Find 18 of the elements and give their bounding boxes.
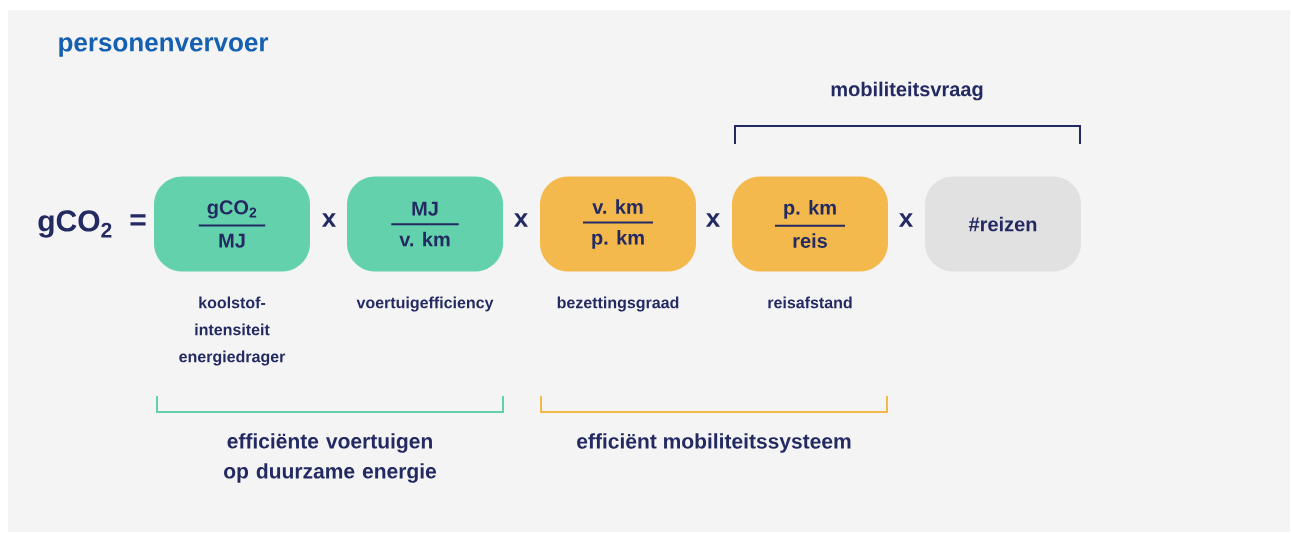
formula-text: gCO$_{2}$	[38, 210, 112, 238]
title: personenvervoer	[59, 37, 269, 57]
bracket-label: efficiënte voertuigen op duurzame energie	[224, 433, 437, 483]
bracket-label: efficiënt mobiliteitssysteem	[577, 433, 851, 453]
fraction-box: v. km p. km	[540, 176, 696, 272]
box-caption: reisafstand	[768, 296, 852, 309]
fraction-box: gCO$_{2}$ MJ	[154, 176, 310, 272]
fraction-box: p. km reis	[732, 176, 888, 272]
box-caption: voertuigefficiency	[356, 296, 494, 312]
multiply-sign: x	[705, 213, 721, 227]
fraction-box: MJ v. km	[347, 176, 503, 272]
multiply-sign: x	[513, 213, 529, 227]
multiply-sign: x	[321, 213, 337, 227]
box-caption: bezettingsgraad	[557, 296, 679, 312]
bracket-label: mobiliteitsvraag	[831, 81, 983, 101]
term-box: #reizen	[925, 176, 1081, 272]
box-caption: koolstof-intensiteit energiedrager	[179, 296, 286, 366]
multiply-sign: x	[898, 213, 914, 227]
